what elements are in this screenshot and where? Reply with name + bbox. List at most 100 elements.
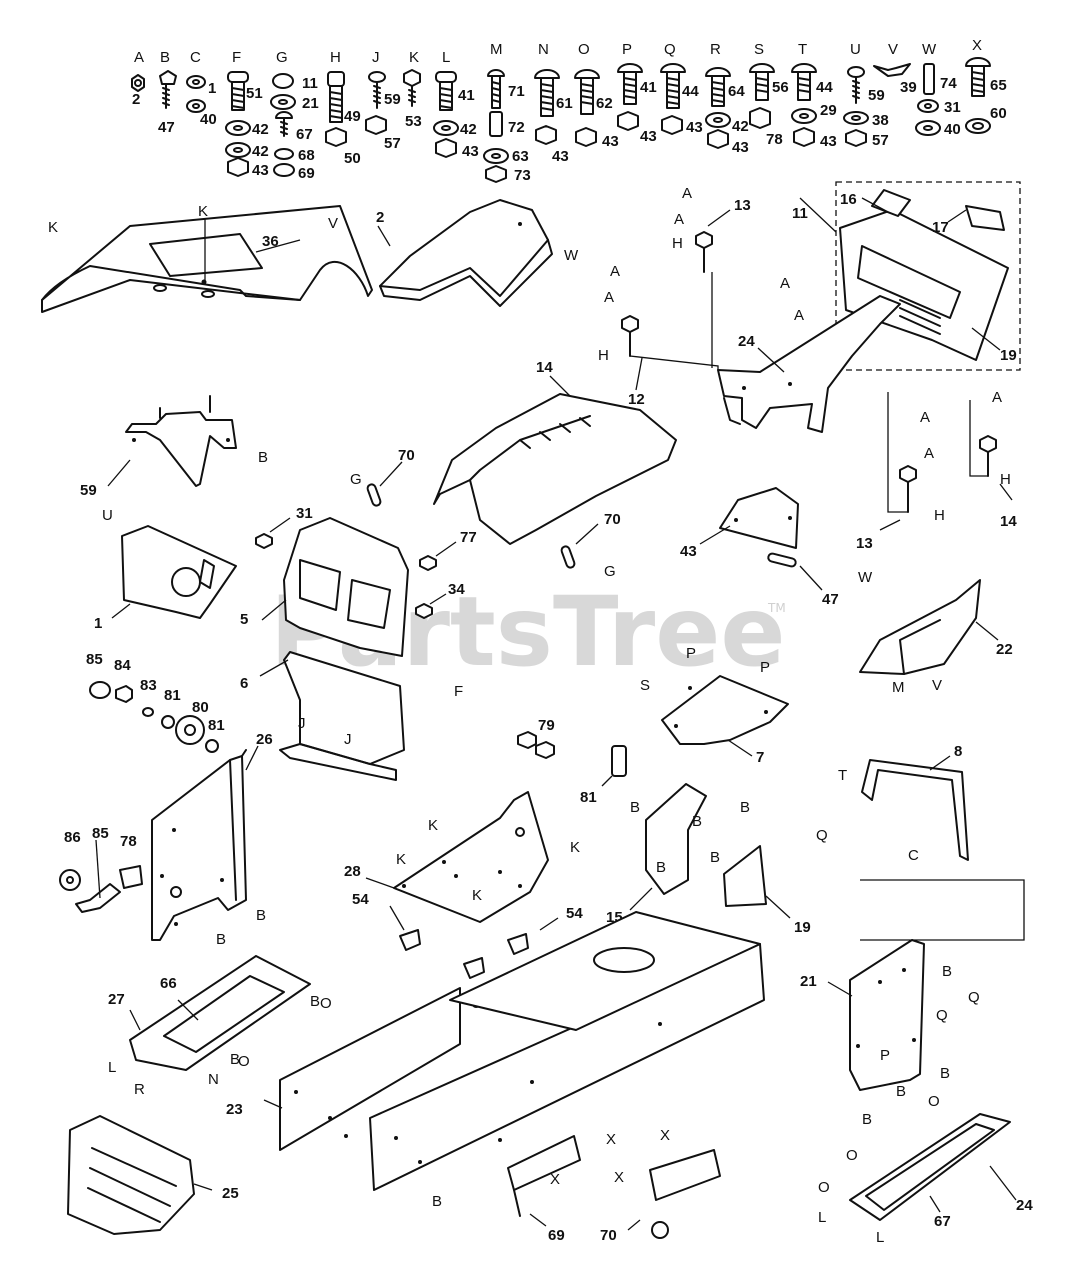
hood-bracket-58: 59: [80, 395, 237, 499]
bumper-26: 25: [67, 1115, 239, 1235]
letter-ref: F: [454, 683, 463, 700]
hw-letter: G: [276, 49, 288, 66]
letter-ref: H: [598, 347, 609, 364]
callout: 27: [108, 991, 125, 1008]
hw-part: 59: [868, 87, 885, 104]
hw-part: 42: [252, 121, 269, 138]
hw-letter: L: [442, 49, 450, 66]
brackets-17-20: 15 19: [606, 783, 811, 936]
callout: 25: [222, 1185, 239, 1202]
letter-ref: B: [710, 849, 720, 866]
letter-ref: K: [472, 887, 482, 904]
hardware-column-c: C 1 40: [186, 49, 217, 128]
footrest-28: 66 27: [108, 955, 311, 1071]
clips-54: 54 54 54: [352, 891, 583, 1012]
hardware-column-r: R 64 42 43: [705, 41, 749, 156]
letter-ref: O: [238, 1053, 250, 1070]
hw-letter: W: [922, 41, 937, 58]
letter-ref: A: [924, 445, 934, 462]
hw-part: 43: [552, 148, 569, 165]
hardware-column-t: T 44 29 43: [791, 41, 837, 150]
hw-part: 41: [458, 87, 475, 104]
plate-8: 7: [661, 675, 789, 766]
cover-plate-55: 43: [680, 487, 799, 560]
hw-letter: H: [330, 49, 341, 66]
hardware-column-f: F 51 42 42 43: [225, 49, 269, 179]
callout: 59: [80, 482, 97, 499]
callout: 22: [996, 641, 1013, 658]
hw-part: 56: [772, 79, 789, 96]
letter-ref: A: [780, 275, 790, 292]
dash-panel-5: 5: [240, 517, 409, 657]
callout: 5: [240, 611, 248, 628]
hardware-column-j: J 59 57: [365, 49, 401, 152]
letter-ref: B: [692, 813, 702, 830]
hw-part: 43: [252, 162, 269, 179]
callout: 80: [192, 699, 209, 716]
hardware-column-l: L 41 42 43: [433, 49, 479, 160]
hw-part: 50: [344, 150, 361, 167]
callout: 84: [114, 657, 131, 674]
letter-ref: C: [908, 847, 919, 864]
callout: 43: [680, 543, 697, 560]
callout: 13: [856, 535, 873, 552]
letter-ref: Q: [968, 989, 980, 1006]
hardware-column-h: H 49 50: [325, 49, 361, 167]
hw-letter: T: [798, 41, 807, 58]
hw-part: 44: [816, 79, 833, 96]
callout: 12: [628, 391, 645, 408]
callout: 34: [448, 581, 465, 598]
callout: 86: [64, 829, 81, 846]
letter-ref: P: [686, 645, 696, 662]
callout: 8: [954, 743, 962, 760]
hw-part: 31: [944, 99, 961, 116]
callout: 70: [600, 1227, 617, 1244]
letter-ref: O: [846, 1147, 858, 1164]
letter-ref: L: [818, 1209, 826, 1226]
letter-ref: A: [604, 289, 614, 306]
callout: 11: [792, 205, 808, 222]
hw-part: 42: [732, 118, 749, 135]
letter-ref: A: [992, 389, 1002, 406]
letter-ref: G: [604, 563, 616, 580]
letter-ref: G: [350, 471, 362, 488]
letter-ref: K: [428, 817, 438, 834]
callout: 24: [1016, 1197, 1033, 1214]
hw-part: 43: [820, 133, 837, 150]
hw-letter: K: [409, 49, 419, 66]
hardware-column-o: O 62 43: [574, 41, 619, 150]
hw-letter: N: [538, 41, 549, 58]
small-parts-33-75-36: 31 77 34: [255, 505, 477, 619]
hw-letter: M: [490, 41, 503, 58]
letter-ref: K: [48, 219, 58, 236]
callout: 13: [734, 197, 751, 214]
letter-ref: X: [614, 1169, 624, 1186]
letter-ref: B: [310, 993, 320, 1010]
letter-ref: J: [298, 715, 306, 732]
hood-37: 36: [41, 205, 373, 313]
letter-ref: B: [258, 449, 268, 466]
frame-9: 8: [861, 743, 969, 861]
hw-part: 39: [900, 79, 917, 96]
hw-part: 11: [302, 75, 318, 92]
letter-ref: P: [760, 659, 770, 676]
letter-ref: V: [932, 677, 942, 694]
callout: 54: [352, 891, 369, 908]
callout: 17: [932, 219, 949, 236]
clips-70: 70 70: [366, 447, 621, 569]
letter-ref: B: [896, 1083, 906, 1100]
hw-part: 62: [596, 95, 613, 112]
letter-ref: B: [862, 1111, 872, 1128]
hw-part: 57: [872, 132, 889, 149]
letter-ref: O: [928, 1093, 940, 1110]
letter-ref: A: [682, 185, 692, 202]
hw-part: 43: [602, 133, 619, 150]
letter-ref: B: [940, 1065, 950, 1082]
hw-letter: A: [134, 49, 144, 66]
hw-part: 51: [246, 85, 263, 102]
callout: 14: [536, 359, 553, 376]
callout: 78: [120, 833, 137, 850]
letter-ref: Q: [936, 1007, 948, 1024]
hardware-row: A 2 B 47 C 1 40 F 51 42: [131, 37, 1007, 184]
panel-6: 6: [240, 651, 405, 781]
